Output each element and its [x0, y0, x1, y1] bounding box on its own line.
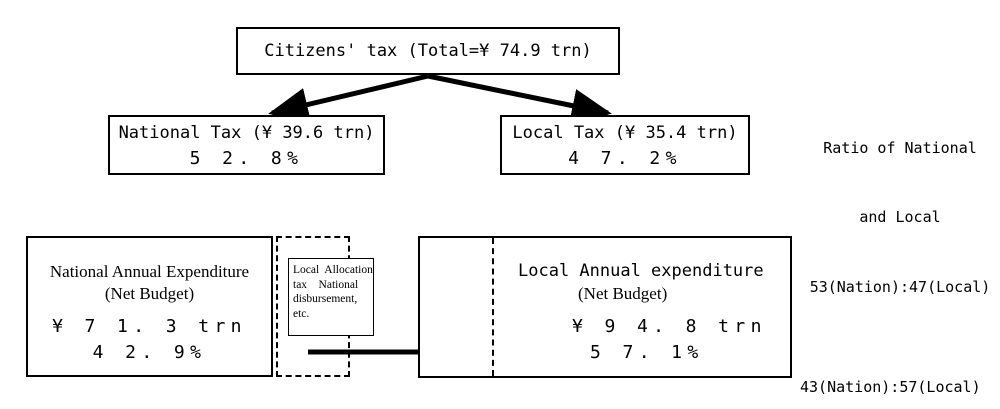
national-tax-percent: 5 2. 8%: [189, 148, 304, 169]
local-expenditure-subtitle: (Net Budget): [578, 284, 668, 303]
transfer-note-box: Local Allocation tax National disburseme…: [288, 258, 374, 336]
citizens-tax-box: Citizens' tax (Total=¥ 74.9 trn): [236, 27, 620, 75]
transfer-note-line-1: Local Allocation: [293, 264, 373, 276]
national-expenditure-title: National Annual Expenditure: [49, 262, 250, 281]
national-tax-box: National Tax (¥ 39.6 trn) 5 2. 8%: [108, 115, 385, 175]
national-expenditure-percent: 4 2. 9%: [92, 342, 207, 363]
national-tax-label: National Tax (¥ 39.6 trn): [118, 123, 375, 143]
top-ratio-note: Ratio of National and Local 53(Nation):4…: [800, 90, 1000, 346]
local-tax-label: Local Tax (¥ 35.4 trn): [512, 123, 738, 143]
transfer-note-line-2: tax National: [293, 278, 359, 291]
transfer-note-text: Local Allocation tax National disburseme…: [293, 263, 373, 322]
local-expenditure-title: Local Annual expenditure: [518, 261, 764, 281]
local-tax-percent: 4 7. 2%: [568, 148, 682, 169]
national-expenditure-subtitle: (Net Budget): [104, 284, 195, 303]
local-expenditure-percent: 5 7. 1%: [590, 342, 704, 363]
bottom-ratio-line-1: 43(Nation):57(Local): [800, 378, 981, 396]
top-ratio-line-2: and Local: [859, 208, 941, 227]
arrow-to-national-tax: [268, 73, 429, 122]
local-tax-box: Local Tax (¥ 35.4 trn) 4 7. 2%: [500, 115, 750, 175]
local-expenditure-divider: [492, 238, 494, 376]
arrow-to-local-tax: [427, 73, 612, 123]
local-expenditure-amount: ¥ 9 4. 8 trn: [572, 316, 767, 337]
bottom-ratio-note: 43(Nation):57(Local): [800, 342, 1000, 409]
transfer-note-line-4: etc.: [293, 308, 310, 321]
local-expenditure-box: Local Annual expenditure (Net Budget) ¥ …: [418, 236, 792, 378]
national-expenditure-box: National Annual Expenditure (Net Budget)…: [26, 236, 273, 377]
transfer-note-line-3: disbursement,: [293, 293, 358, 306]
citizens-tax-label: Citizens' tax (Total=¥ 74.9 trn): [264, 41, 592, 61]
national-expenditure-amount: ¥ 7 1. 3 trn: [52, 316, 247, 337]
top-ratio-line-1: Ratio of National: [823, 138, 977, 157]
top-ratio-line-3: 53(Nation):47(Local): [809, 278, 991, 296]
